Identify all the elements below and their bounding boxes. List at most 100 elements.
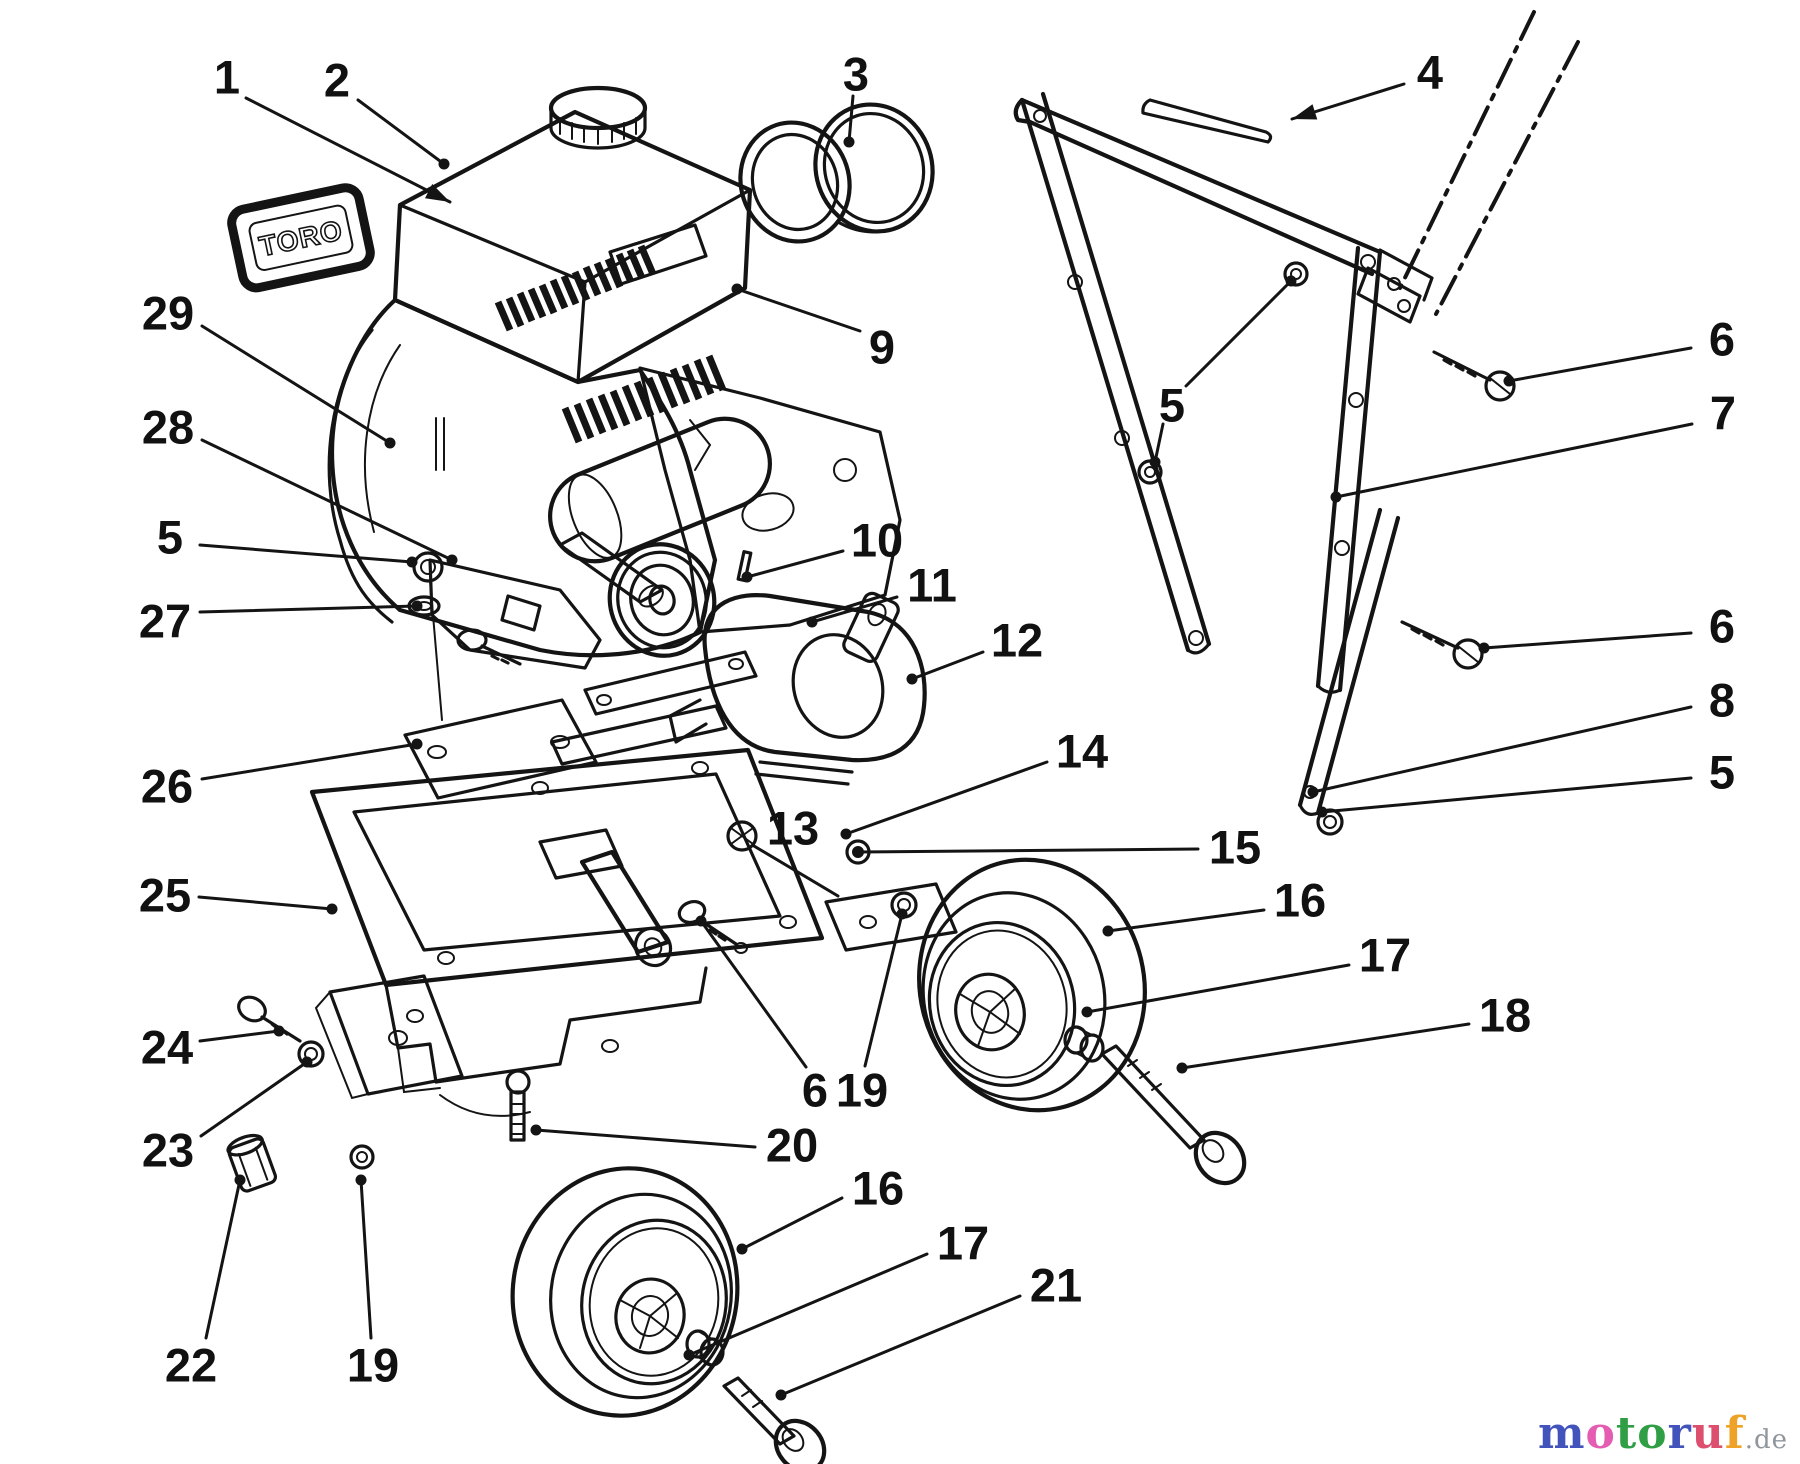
leader-dot (384, 437, 396, 449)
hardware (226, 995, 531, 1193)
leader-arrowhead (424, 183, 450, 202)
callout-9: 9 (869, 321, 895, 374)
watermark-letter: r (1667, 1408, 1692, 1459)
axle-bolt-18 (1100, 1044, 1247, 1186)
callout-17: 17 (1359, 929, 1411, 982)
axle-stub (538, 828, 673, 968)
drive-pulley (607, 542, 717, 658)
leader-line-15 (856, 847, 1200, 854)
callout-28: 28 (142, 401, 194, 454)
leader-dot (896, 908, 908, 920)
leader-dot (301, 1056, 313, 1068)
leader-dot (1102, 925, 1114, 937)
engine-mount-bracket (428, 558, 602, 670)
crankcase-plate (638, 366, 902, 634)
leader-dot (1330, 491, 1342, 503)
callout-4: 4 (1417, 46, 1443, 99)
leader-line-9 (735, 287, 862, 333)
callout-27: 27 (139, 595, 191, 648)
callout-6: 6 (1709, 313, 1735, 366)
leader-line-19 (359, 1178, 373, 1340)
cooling-fins (494, 244, 657, 332)
callout-5: 5 (157, 511, 183, 564)
callout-8: 8 (1709, 674, 1735, 727)
chassis-frame (309, 747, 958, 1117)
leader-line-23 (199, 1060, 309, 1138)
leader-dot (234, 1174, 246, 1186)
callout-12: 12 (991, 614, 1043, 667)
callout-1: 1 (214, 51, 240, 104)
leader-dot (683, 1349, 695, 1361)
leader-dot (1478, 642, 1490, 654)
trim-strip (1141, 98, 1273, 144)
flange-nut-19-left (349, 1144, 375, 1170)
watermark-motoruf-logo[interactable]: motoruf.de (1538, 1412, 1788, 1456)
mount-plate (403, 698, 598, 800)
blower-housing (327, 328, 394, 624)
leader-dot (1285, 275, 1297, 287)
callout-17: 17 (937, 1217, 989, 1270)
watermark-letter: f (1724, 1408, 1745, 1459)
leader-dot (1503, 375, 1515, 387)
wheel-right (917, 857, 1247, 1186)
watermark-letter: o (1637, 1408, 1668, 1459)
leader-line-7 (1334, 422, 1694, 499)
leader-dot (1307, 786, 1319, 798)
callout-25: 25 (139, 869, 191, 922)
watermark-letter: t (1615, 1408, 1638, 1459)
handle-assembly (1013, 10, 1580, 836)
leader-line-24 (198, 1029, 281, 1043)
leader-line-6 (1482, 631, 1693, 650)
engine-assembly: TORO (227, 85, 935, 954)
leader-dot (355, 1174, 367, 1186)
callout-16: 16 (852, 1162, 904, 1215)
leader-line-6 (1507, 346, 1693, 383)
leader-dot (411, 738, 423, 750)
watermark-letter: o (1585, 1408, 1616, 1459)
leader-line-25 (197, 895, 334, 911)
muffler (547, 416, 773, 564)
watermark-suffix: .de (1744, 1425, 1788, 1455)
callout-7: 7 (1710, 387, 1736, 440)
leader-line-12 (910, 650, 985, 681)
watermark-letter: u (1691, 1408, 1725, 1459)
callout-22: 22 (165, 1339, 217, 1392)
leader-line-17 (1085, 963, 1351, 1014)
callout-10: 10 (851, 514, 903, 567)
leader-line-5 (1184, 279, 1293, 388)
fuel-tank (392, 85, 753, 385)
pivot-shaft (558, 531, 664, 608)
leader-dot (731, 283, 743, 295)
leader-dot (906, 673, 918, 685)
leader-line-5 (198, 543, 414, 564)
leader-line-3 (847, 94, 855, 144)
leader-dot (843, 136, 855, 148)
leader-line-5 (1153, 422, 1165, 464)
callout-19: 19 (347, 1339, 399, 1392)
callout-13: 13 (767, 802, 819, 855)
toro-badge: TORO (227, 183, 375, 293)
callout-5: 5 (1709, 746, 1735, 799)
leader-line-11 (810, 595, 899, 624)
leader-line-26 (200, 742, 419, 781)
callout-15: 15 (1209, 821, 1261, 874)
leader-line-18 (1180, 1022, 1471, 1070)
callout-2: 2 (324, 54, 350, 107)
callout-23: 23 (142, 1124, 194, 1177)
leader-line-10 (745, 549, 845, 579)
leader-dot (530, 1124, 542, 1136)
leader-dot (736, 1243, 748, 1255)
leader-dot (840, 828, 852, 840)
callout-14: 14 (1056, 725, 1108, 778)
wheel-bushing-front (685, 1329, 725, 1367)
bolt-13 (726, 820, 758, 852)
leader-line-8 (1311, 705, 1693, 794)
wheel-bushing-right (1063, 1025, 1105, 1063)
leader-dot (273, 1025, 285, 1037)
leader-line-19 (863, 912, 904, 1068)
leader-line-21 (779, 1294, 1022, 1397)
callout-5: 5 (1159, 379, 1185, 432)
callout-6: 6 (1709, 600, 1735, 653)
leader-dot (411, 600, 423, 612)
